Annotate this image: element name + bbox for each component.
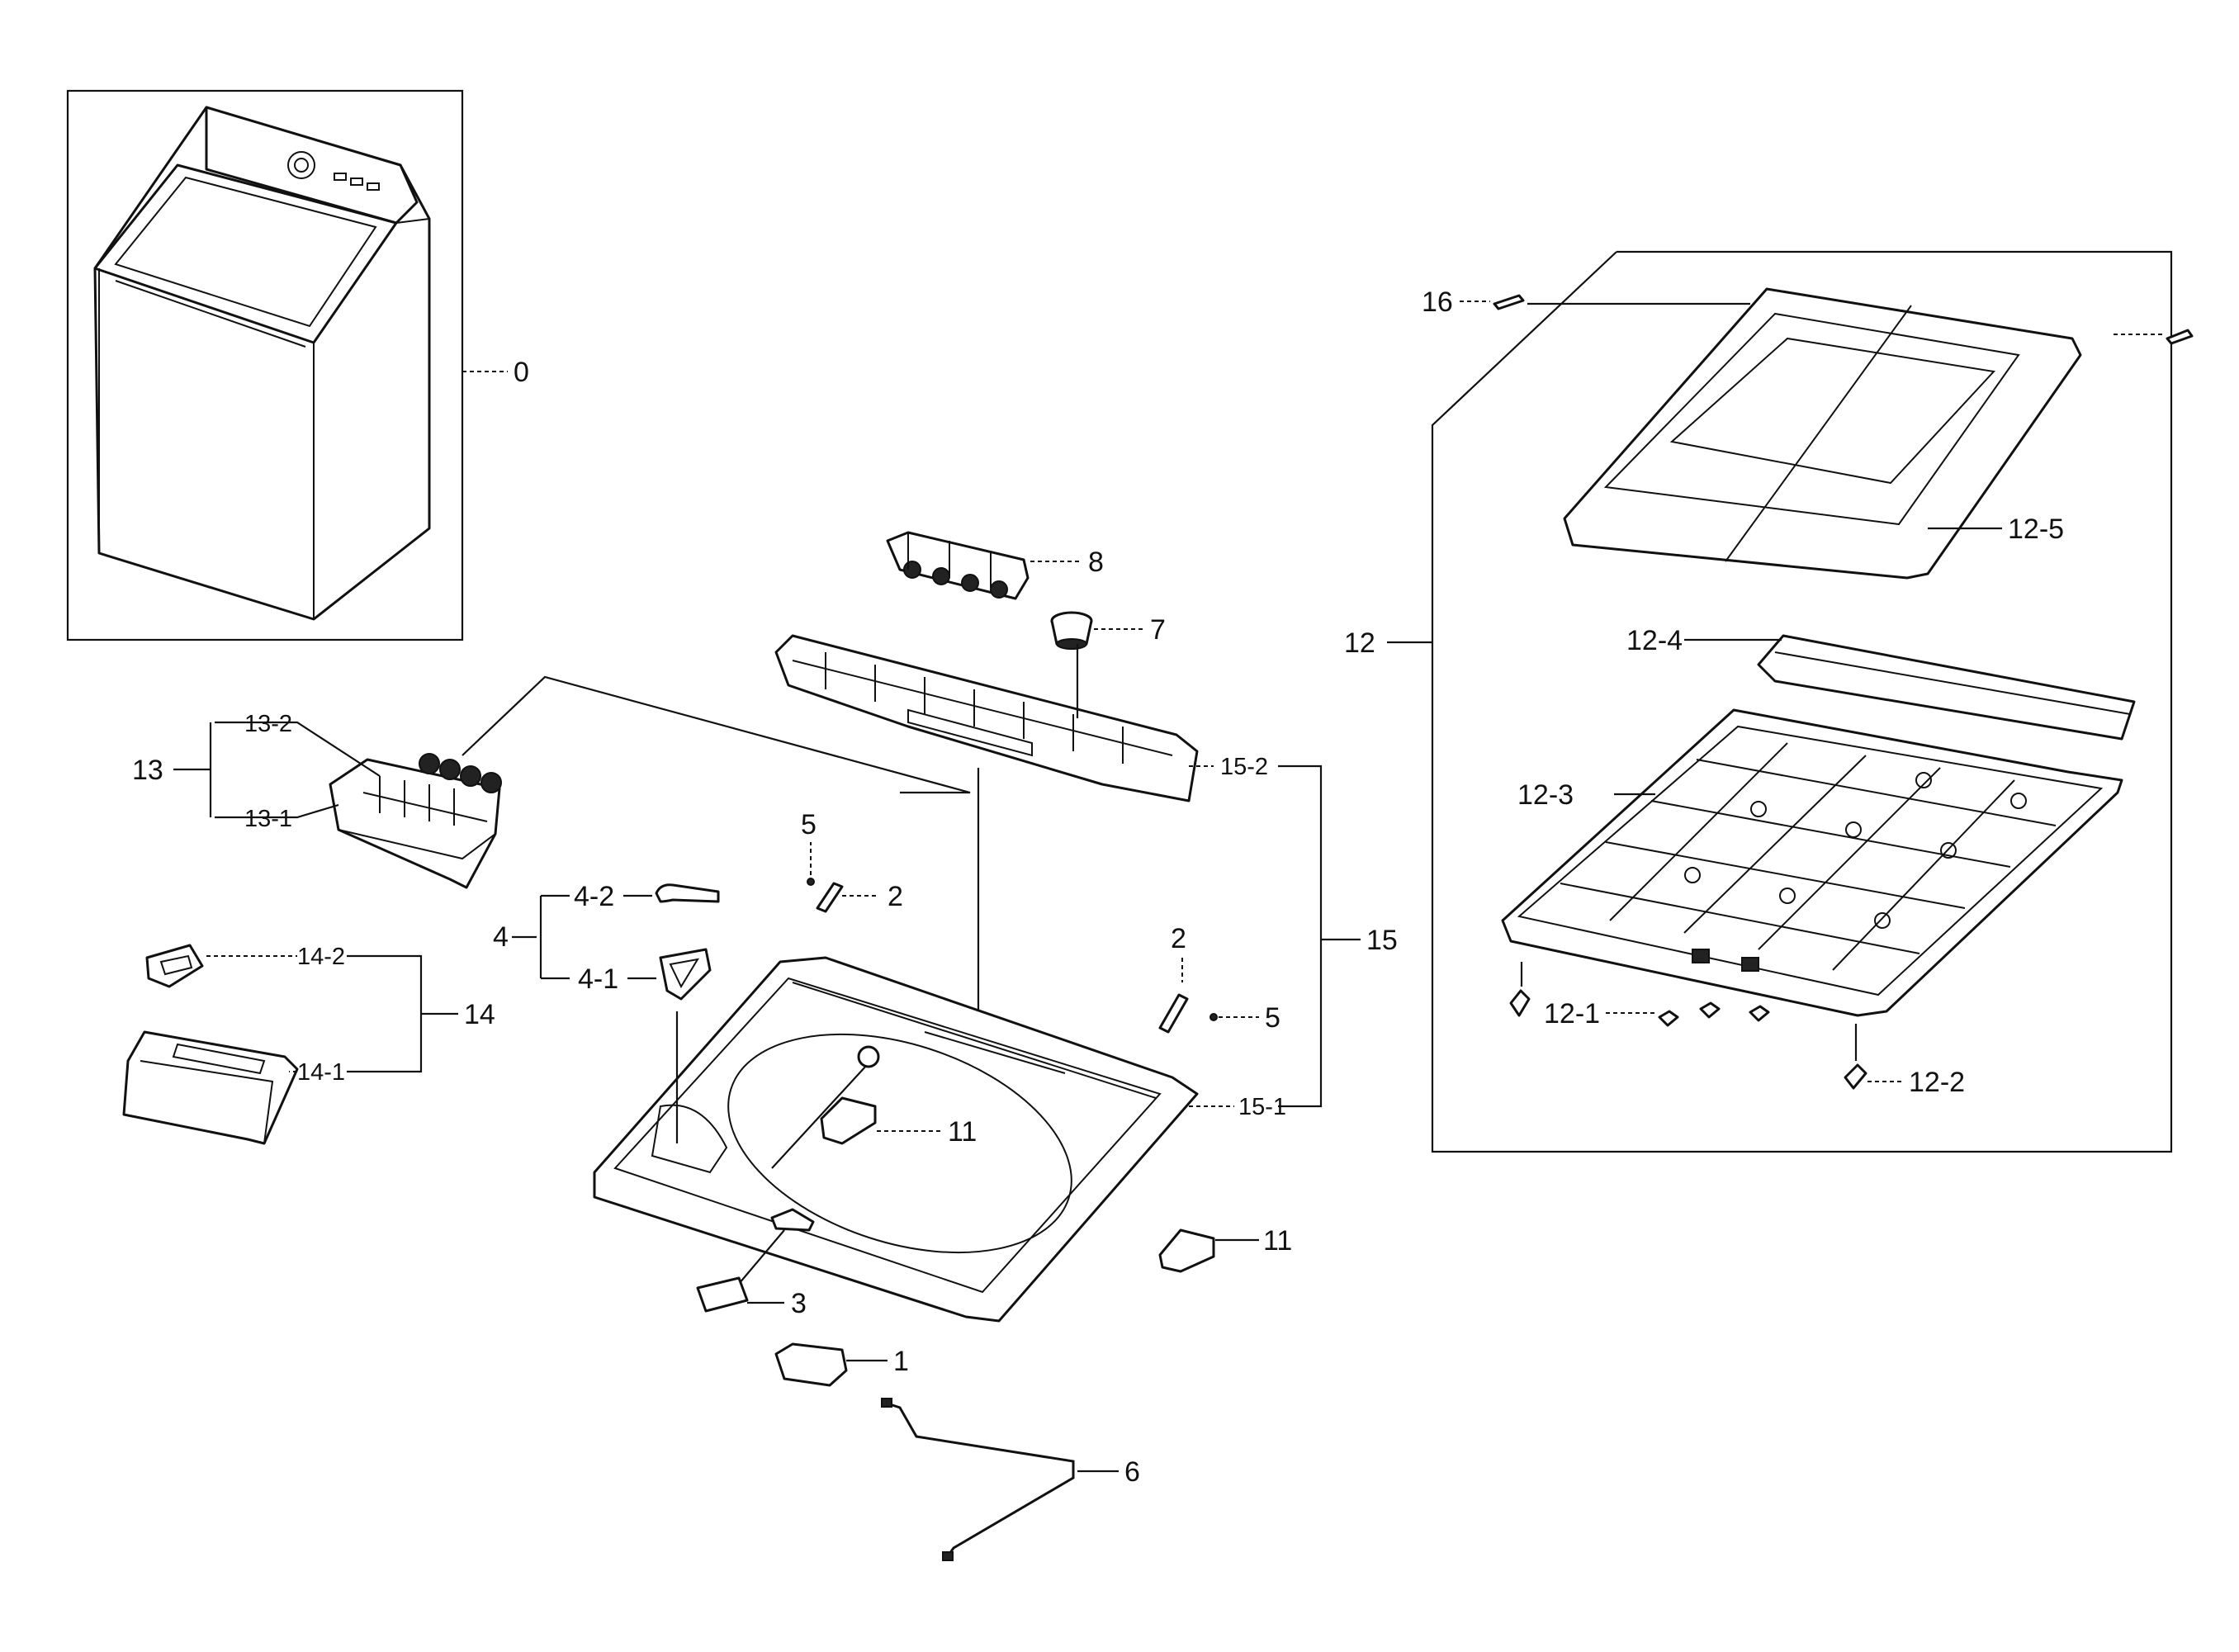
part-16-pin-right bbox=[2166, 329, 2194, 345]
label-4-2: 4-2 bbox=[574, 881, 614, 912]
part-12-4-bar bbox=[1757, 634, 2136, 741]
label-0: 0 bbox=[514, 357, 529, 388]
label-13: 13 bbox=[132, 755, 163, 786]
part-14-drawer bbox=[122, 944, 299, 1145]
label-12-2: 12-2 bbox=[1909, 1067, 1965, 1098]
label-6: 6 bbox=[1124, 1456, 1140, 1488]
label-11-inner: 11 bbox=[948, 1116, 977, 1148]
part-1-lock bbox=[774, 1342, 848, 1387]
label-4: 4 bbox=[493, 921, 509, 953]
part-3-cover bbox=[696, 1276, 749, 1313]
part-13-dispenser bbox=[329, 753, 502, 889]
part-12-3-inner-lid bbox=[1501, 708, 2123, 1017]
label-5-right: 5 bbox=[1265, 1002, 1280, 1034]
label-16: 16 bbox=[1422, 286, 1453, 318]
part-15-2-frame bbox=[774, 634, 1199, 802]
part-4-1-filter bbox=[659, 948, 712, 1001]
part-7-knob bbox=[1050, 611, 1093, 650]
part-15-1-top-cover bbox=[593, 956, 1199, 1323]
part-12-1-bumper-right bbox=[1749, 1005, 1770, 1022]
label-11-outer: 11 bbox=[1263, 1225, 1292, 1257]
label-15: 15 bbox=[1366, 925, 1398, 956]
label-12-1: 12-1 bbox=[1544, 998, 1600, 1030]
label-13-2: 13-2 bbox=[244, 711, 292, 737]
label-1: 1 bbox=[893, 1346, 909, 1377]
label-14: 14 bbox=[464, 999, 495, 1030]
label-14-2: 14-2 bbox=[297, 944, 345, 970]
part-12-1-bumper-mid bbox=[1699, 1001, 1721, 1019]
part-12-5-lid bbox=[1563, 287, 2082, 580]
washer-overview bbox=[66, 89, 464, 641]
label-8: 8 bbox=[1088, 547, 1104, 578]
label-12-4: 12-4 bbox=[1626, 625, 1683, 656]
label-3: 3 bbox=[791, 1288, 807, 1319]
part-8-valve bbox=[886, 531, 1030, 600]
part-16-pin-left bbox=[1493, 294, 1525, 310]
label-13-1: 13-1 bbox=[244, 806, 292, 832]
label-2-right: 2 bbox=[1171, 923, 1186, 954]
part-11-hinge-inner bbox=[820, 1096, 877, 1145]
label-12-3: 12-3 bbox=[1517, 779, 1574, 811]
label-12: 12 bbox=[1344, 627, 1375, 659]
part-4-2-clip bbox=[655, 883, 720, 903]
label-7: 7 bbox=[1150, 614, 1166, 646]
label-14-1: 14-1 bbox=[297, 1059, 345, 1086]
part-12-1-bumper-left bbox=[1658, 1010, 1679, 1027]
part-11-hinge-outer bbox=[1158, 1228, 1215, 1273]
label-2-top: 2 bbox=[888, 881, 903, 912]
part-12-2-latch-left bbox=[1509, 989, 1531, 1017]
label-5-top: 5 bbox=[801, 809, 817, 840]
part-12-2-latch-right bbox=[1844, 1063, 1867, 1090]
part-6-harness bbox=[887, 1402, 1075, 1557]
label-15-2: 15-2 bbox=[1220, 754, 1268, 780]
label-4-1: 4-1 bbox=[578, 963, 618, 995]
label-12-5: 12-5 bbox=[2008, 514, 2064, 545]
label-15-1: 15-1 bbox=[1238, 1094, 1286, 1120]
lid-assembly-frame bbox=[1431, 250, 2173, 1153]
